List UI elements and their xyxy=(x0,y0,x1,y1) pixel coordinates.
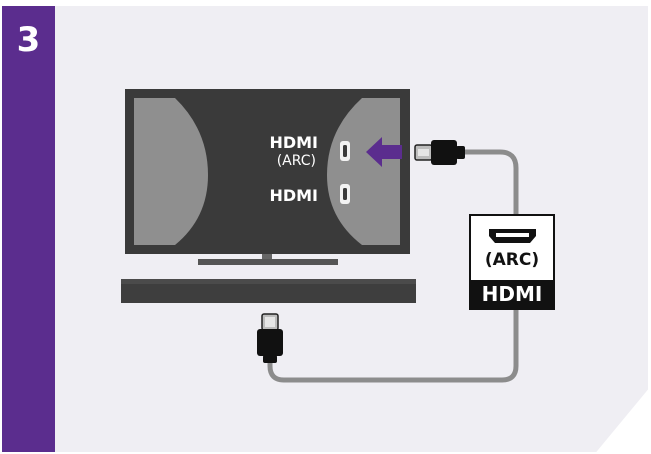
hdmi-arc-port-icon xyxy=(340,141,350,161)
tv-port-label-arc: HDMI xyxy=(269,133,318,152)
soundbar xyxy=(121,279,416,303)
hdmi-cable xyxy=(267,149,519,383)
tv-port-sublabel-arc: (ARC) xyxy=(277,153,316,169)
tv-stand xyxy=(198,252,338,265)
screen-highlight-right xyxy=(327,98,400,245)
hdmi-plug-soundbar-end xyxy=(257,313,283,363)
hdmi-port-icon xyxy=(489,229,536,243)
badge-arc-label: (ARC) xyxy=(485,250,539,270)
step-number: 3 xyxy=(16,20,41,60)
insert-arrow-icon xyxy=(366,137,402,167)
step-indicator-bar: 3 xyxy=(2,6,55,452)
hdmi-arc-badge: (ARC) HDMI xyxy=(469,214,555,310)
hdmi-plug-tv-end xyxy=(414,140,465,165)
hdmi-port-icon xyxy=(340,184,350,204)
television: HDMI (ARC) HDMI xyxy=(125,89,410,254)
badge-hdmi-label: HDMI xyxy=(482,282,543,306)
screen-highlight-left xyxy=(134,98,208,245)
tv-port-label-hdmi: HDMI xyxy=(269,186,318,205)
